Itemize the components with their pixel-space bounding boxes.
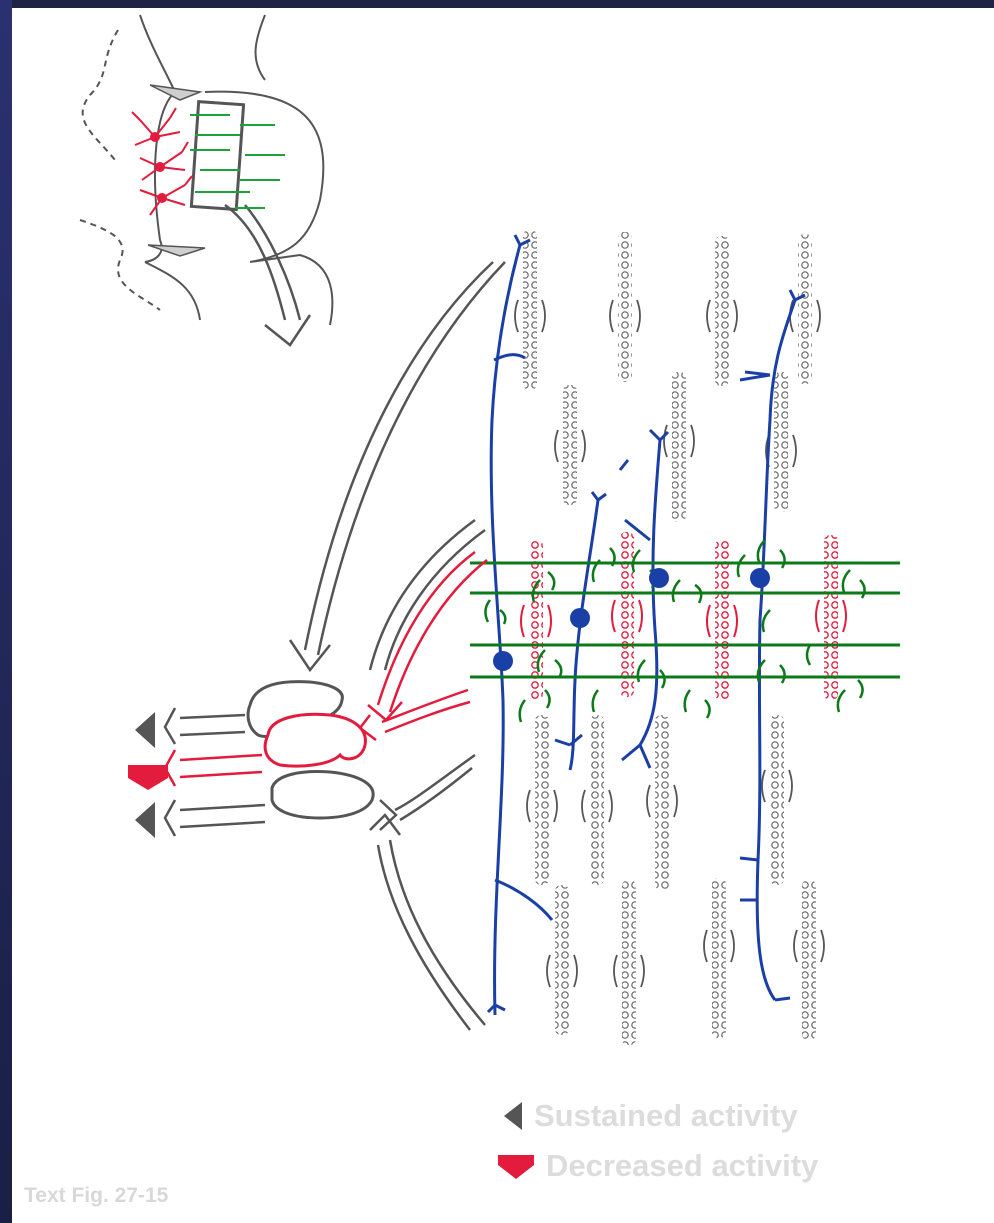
gray-arrow-icon [504, 1102, 522, 1130]
red-arrow-icon [498, 1155, 534, 1179]
legend-decreased: Decreased activity [496, 1148, 818, 1184]
parallel-fibers [470, 561, 900, 679]
red-arrow-icon [128, 765, 168, 790]
red-projection-arrow [358, 550, 488, 741]
purkinje-columns-red [520, 532, 847, 700]
legend-sustained-label: Sustained activity [534, 1098, 798, 1133]
inset-purkinje-cells [131, 107, 193, 216]
legend-sustained: Sustained activity [500, 1098, 798, 1134]
window-edge [0, 0, 12, 1223]
figure-caption: Text Fig. 27-15 [24, 1184, 169, 1207]
output-arrows [163, 707, 266, 837]
climbing-fiber-nodes [493, 568, 770, 671]
granule-columns [514, 230, 825, 1045]
deep-nuclei [246, 680, 375, 820]
gray-projection-arrows [288, 261, 506, 1031]
folium-inset [79, 14, 334, 347]
output-glyphs [128, 712, 168, 838]
inset-parallel-fibers [190, 114, 285, 209]
parallel-fiber-synapses [484, 539, 866, 723]
gray-arrow-icon [135, 802, 155, 838]
climbing-fibers [486, 234, 806, 1016]
legend-decreased-label: Decreased activity [546, 1148, 819, 1183]
gray-arrow-icon [135, 712, 155, 748]
